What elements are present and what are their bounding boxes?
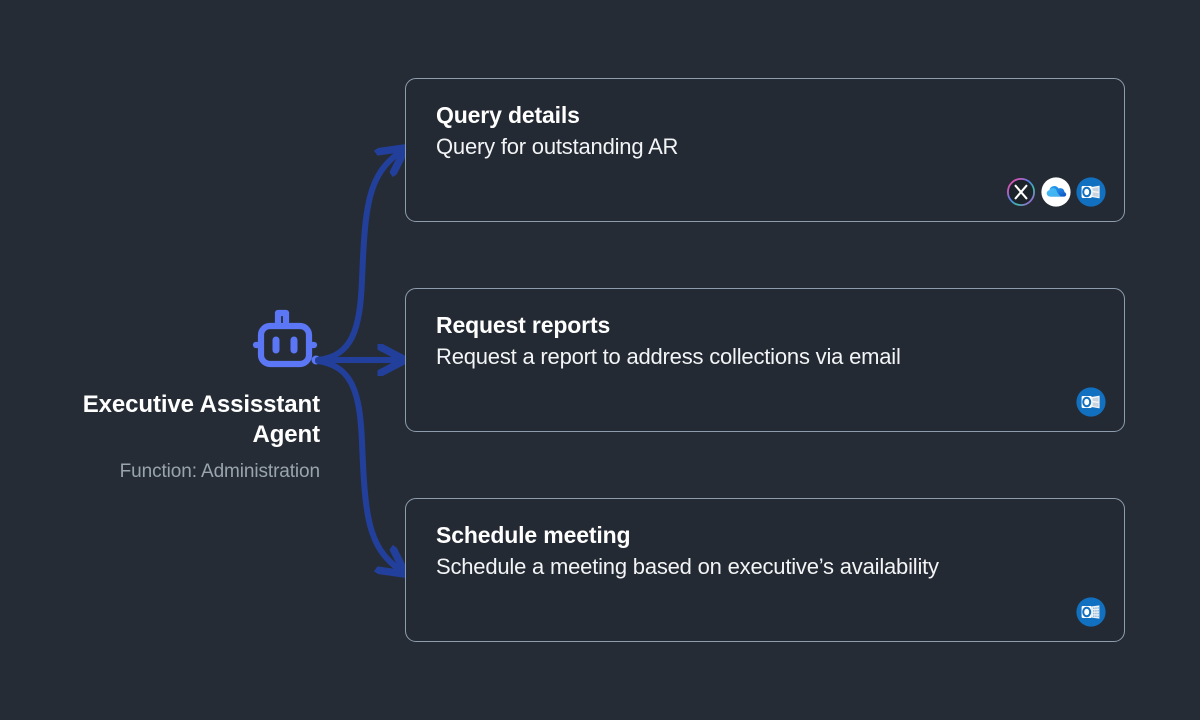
x-ring-icon[interactable] <box>1006 177 1036 207</box>
onedrive-icon[interactable] <box>1041 177 1071 207</box>
outlook-icon[interactable] <box>1076 177 1106 207</box>
agent-node[interactable]: Executive Assisstant Agent Function: Adm… <box>30 300 320 483</box>
skill-card-description: Query for outstanding AR <box>436 134 679 159</box>
skill-card-schedule-meeting[interactable]: Schedule meeting Schedule a meeting base… <box>405 498 1125 642</box>
skill-card-title: Schedule meeting <box>436 522 631 548</box>
connector-agent-to-query-details <box>315 152 400 363</box>
skill-card-app-icons <box>1076 387 1106 417</box>
outlook-icon[interactable] <box>1076 387 1106 417</box>
agent-name: Executive Assisstant Agent <box>82 391 320 449</box>
connector-agent-to-schedule-meeting <box>315 358 400 570</box>
skill-card-title: Request reports <box>436 312 611 338</box>
agent-function-label: Function: Administration <box>119 461 320 483</box>
skill-card-title: Query details <box>436 102 580 128</box>
skill-card-request-reports[interactable]: Request reports Request a report to addr… <box>405 288 1125 432</box>
skill-card-app-icons <box>1076 597 1106 627</box>
outlook-calendar-icon[interactable] <box>1076 597 1106 627</box>
skill-card-app-icons <box>1006 177 1106 207</box>
skill-card-description: Schedule a meeting based on executive’s … <box>436 554 939 579</box>
skill-card-query-details[interactable]: Query details Query for outstanding AR <box>405 78 1125 222</box>
skill-card-description: Request a report to address collections … <box>436 344 901 369</box>
robot-icon <box>30 300 320 376</box>
